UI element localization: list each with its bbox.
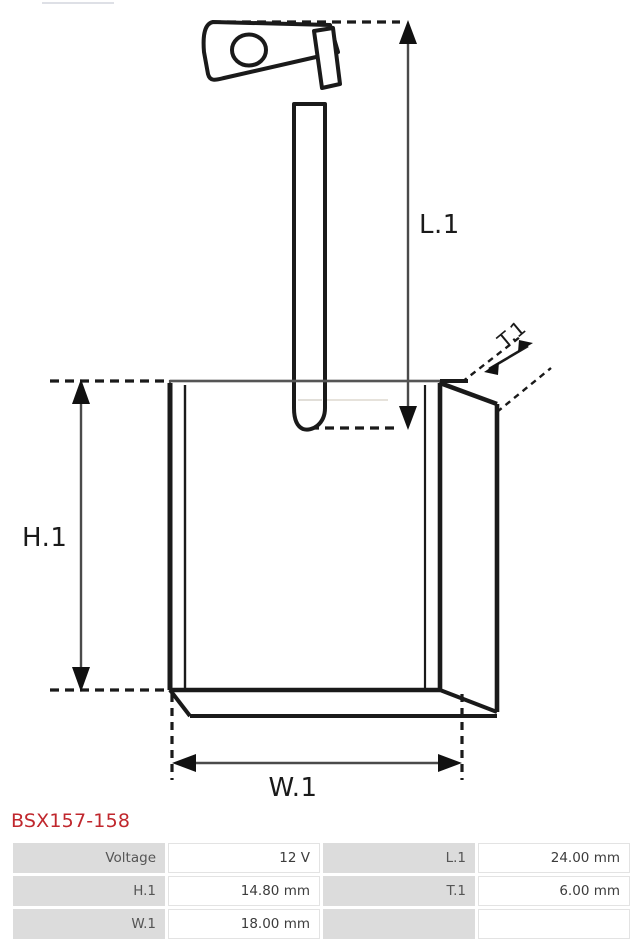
t1-extension-line-lower	[496, 367, 552, 413]
shunt-wire-body	[292, 102, 327, 432]
spec-key-empty	[323, 909, 475, 939]
h1-arrowhead-top	[72, 379, 90, 404]
h1-arrowhead-bottom	[72, 667, 90, 692]
brush-body-side-fill	[440, 381, 500, 690]
spec-key: W.1	[13, 909, 165, 939]
dimension-h1: H.1	[22, 379, 170, 692]
brush-body-iso-bottom-diagonal	[439, 688, 498, 714]
spec-value: 12 V	[168, 843, 320, 873]
t1-arrowhead-left	[484, 362, 499, 375]
shunt-wire	[292, 102, 327, 432]
lug-mounting-hole-icon	[230, 32, 268, 68]
t1-arrowhead-right	[518, 340, 533, 352]
w1-arrowhead-left	[172, 754, 196, 772]
h1-label: H.1	[22, 523, 67, 553]
lug-fold-tab	[312, 26, 342, 90]
spec-key: T.1	[323, 876, 475, 906]
spec-value: 24.00 mm	[478, 843, 630, 873]
product-drawing: L.1	[22, 20, 552, 803]
w1-arrowhead-right	[438, 754, 462, 772]
spec-key: H.1	[13, 876, 165, 906]
l1-arrowhead-top	[399, 20, 417, 44]
product-code: BSX157-158	[11, 810, 131, 832]
l1-arrowhead-bottom	[399, 406, 417, 430]
table-row: W.1 18.00 mm	[13, 909, 630, 939]
carbon-brush-diagram: L.1	[22, 20, 552, 803]
brush-body	[167, 379, 500, 718]
spec-value: 18.00 mm	[168, 909, 320, 939]
brush-body-iso-top-diagonal	[439, 380, 498, 407]
specification-table: Voltage 12 V L.1 24.00 mm H.1 14.80 mm T…	[10, 840, 632, 942]
terminal-lug	[201, 20, 342, 90]
l1-label: L.1	[419, 210, 460, 240]
spec-key: L.1	[323, 843, 475, 873]
table-row: Voltage 12 V L.1 24.00 mm	[13, 843, 630, 873]
t1-extension-line-upper	[461, 336, 521, 383]
spec-key: Voltage	[13, 843, 165, 873]
spec-value-empty	[478, 909, 630, 939]
dimension-w1: W.1	[170, 694, 464, 803]
dimension-l1: L.1	[212, 20, 460, 430]
top-edge-artifact	[42, 2, 114, 4]
w1-label: W.1	[268, 773, 317, 803]
spec-value: 6.00 mm	[478, 876, 630, 906]
spec-value: 14.80 mm	[168, 876, 320, 906]
table-row: H.1 14.80 mm T.1 6.00 mm	[13, 876, 630, 906]
